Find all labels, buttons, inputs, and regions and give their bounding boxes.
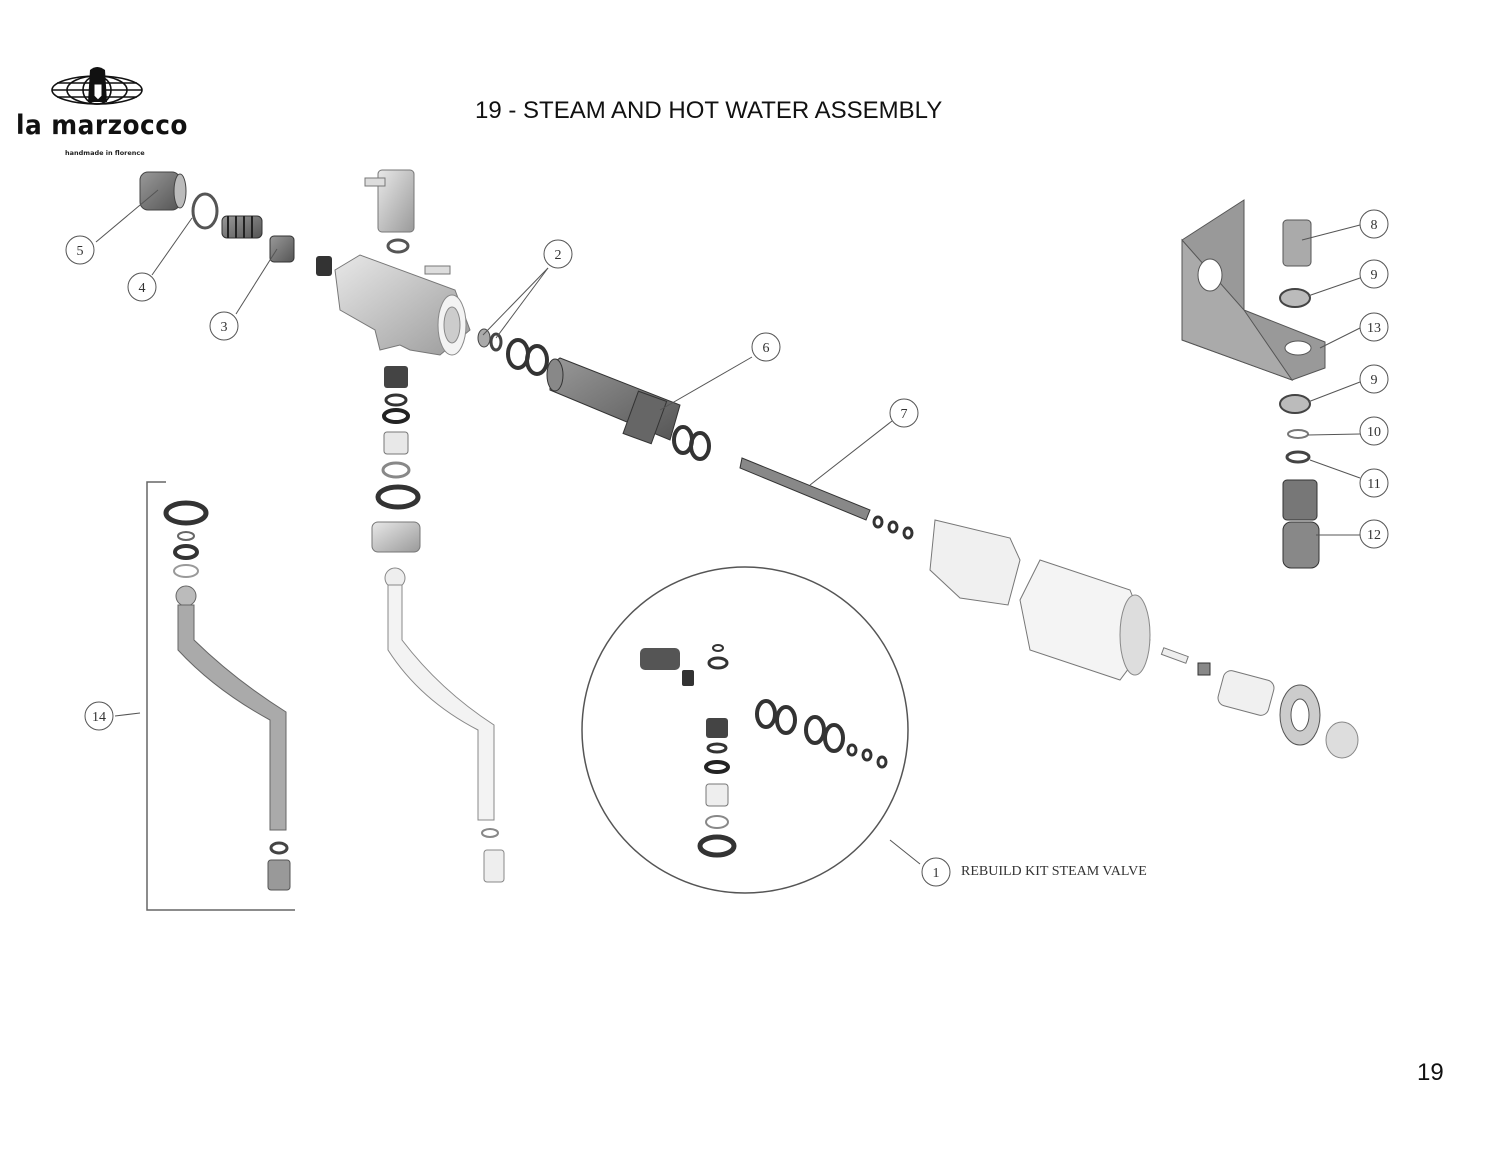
part-11-washer bbox=[1285, 450, 1311, 464]
valve-body bbox=[334, 254, 471, 356]
page-number: 19 bbox=[1417, 1059, 1444, 1086]
brand-name: la marzocco bbox=[16, 110, 188, 141]
part-4-ring bbox=[191, 192, 219, 230]
svg-text:9: 9 bbox=[1371, 373, 1378, 388]
sleeve-ring bbox=[929, 519, 1021, 606]
callout-1: 1 bbox=[921, 857, 951, 887]
top-cap bbox=[364, 169, 415, 233]
o-ring bbox=[386, 238, 410, 254]
small-spring bbox=[316, 256, 332, 276]
callout-5: 5 bbox=[65, 235, 95, 265]
part-9-nut bbox=[1279, 394, 1311, 414]
svg-text:9: 9 bbox=[1371, 268, 1378, 283]
callout-10: 10 bbox=[1359, 416, 1389, 446]
part-9-nut bbox=[1279, 288, 1311, 308]
svg-text:3: 3 bbox=[221, 320, 228, 335]
part-10-washer bbox=[1287, 429, 1309, 439]
rebuild-kit-label: REBUILD KIT STEAM VALVE bbox=[961, 864, 1147, 879]
page-title: 19 - STEAM AND HOT WATER ASSEMBLY bbox=[475, 97, 943, 124]
svg-text:4: 4 bbox=[139, 281, 146, 296]
spring bbox=[221, 215, 263, 239]
brand-tagline: handmade in florence bbox=[65, 149, 145, 157]
svg-text:5: 5 bbox=[77, 244, 84, 259]
callout-14: 14 bbox=[84, 701, 114, 731]
o-ring bbox=[525, 344, 549, 376]
rebuild-kit-circle bbox=[581, 566, 909, 894]
callout-6: 6 bbox=[751, 332, 781, 362]
part-3-nut bbox=[269, 235, 295, 263]
callout-4: 4 bbox=[127, 272, 157, 302]
bushing bbox=[1217, 670, 1275, 716]
callout-11: 11 bbox=[1359, 468, 1389, 498]
part-12-fitting bbox=[1282, 479, 1320, 569]
knob-cap bbox=[1325, 721, 1359, 759]
svg-text:12: 12 bbox=[1367, 528, 1381, 543]
svg-text:10: 10 bbox=[1367, 425, 1381, 440]
svg-text:6: 6 bbox=[763, 341, 770, 356]
callout-8: 8 bbox=[1359, 209, 1389, 239]
steam-wand bbox=[384, 567, 505, 883]
small-pin bbox=[1160, 647, 1189, 664]
part-14-hot-water-wand bbox=[163, 500, 291, 891]
part-8-fitting bbox=[1282, 219, 1312, 267]
part-5-fitting bbox=[139, 171, 187, 211]
svg-text:13: 13 bbox=[1367, 321, 1381, 336]
part-6-cartridge bbox=[546, 357, 681, 445]
svg-text:7: 7 bbox=[901, 407, 908, 422]
callout-3: 3 bbox=[209, 311, 239, 341]
callout-9: 9 bbox=[1359, 364, 1389, 394]
svg-text:8: 8 bbox=[1371, 218, 1378, 233]
leader-lines bbox=[95, 189, 1361, 865]
part-2-ring bbox=[477, 328, 491, 348]
svg-text:11: 11 bbox=[1367, 477, 1380, 492]
callout-7: 7 bbox=[889, 398, 919, 428]
pin bbox=[424, 265, 451, 275]
part-13-bracket bbox=[1181, 199, 1326, 382]
callout-2: 2 bbox=[543, 239, 573, 269]
callout-9: 9 bbox=[1359, 259, 1389, 289]
svg-text:14: 14 bbox=[92, 710, 106, 725]
o-ring bbox=[506, 338, 530, 370]
brand-logo-globe-icon bbox=[51, 67, 143, 105]
small-o-rings bbox=[872, 515, 914, 540]
part-14-group-bracket bbox=[146, 481, 295, 911]
callout-13: 13 bbox=[1359, 312, 1389, 342]
part-7-stem bbox=[739, 457, 871, 521]
small-nut bbox=[1197, 662, 1211, 676]
svg-text:1: 1 bbox=[933, 866, 940, 881]
lower-column-parts bbox=[371, 366, 421, 553]
o-ring bbox=[689, 431, 711, 461]
svg-text:2: 2 bbox=[555, 248, 562, 263]
callout-12: 12 bbox=[1359, 519, 1389, 549]
flange-hole bbox=[1290, 698, 1310, 732]
part-2-ring bbox=[489, 332, 503, 352]
sleeve-cover bbox=[1019, 559, 1151, 681]
